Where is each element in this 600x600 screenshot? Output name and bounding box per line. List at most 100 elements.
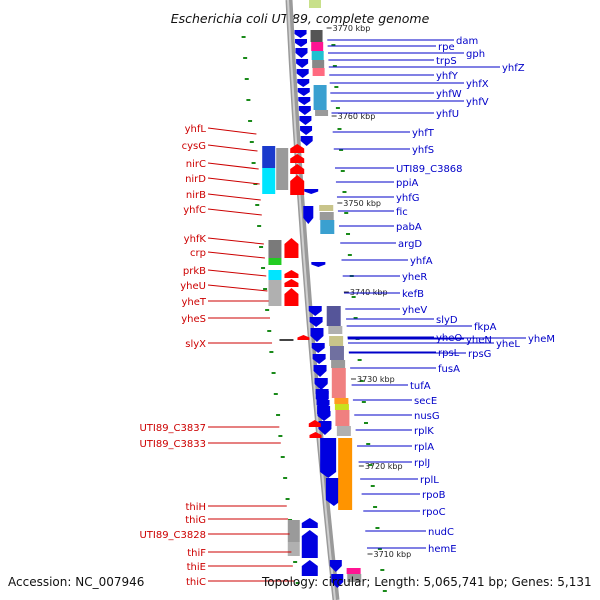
gene-label-yhfT: yhfT	[412, 128, 435, 139]
tick-label: 3720 kbp	[365, 462, 403, 471]
gene-label-secE: secE	[414, 396, 437, 407]
gene-box	[262, 146, 276, 168]
gene-label-trpS: trpS	[436, 56, 457, 67]
gene-label-rpoC: rpoC	[422, 507, 446, 518]
outer-tick-dot	[382, 590, 387, 592]
label-leader-line	[207, 208, 262, 216]
reverse-gene-arrow	[284, 288, 299, 306]
tick-label: 3770 kbp	[333, 24, 371, 33]
gene-box	[268, 280, 282, 306]
gene-label-yhfV: yhfV	[466, 97, 489, 108]
tick-label: 3730 kbp	[357, 375, 395, 384]
forward-gene-arrow	[300, 126, 313, 135]
gene-label-yheL: yheL	[496, 339, 520, 350]
gene-label-thiH: thiH	[185, 502, 206, 513]
gene-label-rplK: rplK	[414, 426, 434, 437]
gene-label-nirC: nirC	[186, 159, 206, 170]
outer-tick-dot	[344, 212, 349, 214]
inner-tick-dot	[241, 36, 246, 38]
forward-gene-arrow	[294, 30, 307, 38]
inner-tick-dot	[271, 372, 276, 374]
gene-box	[319, 205, 334, 211]
reverse-gene-arrow	[290, 144, 305, 153]
gene-label-UTI89_C3837: UTI89_C3837	[139, 423, 206, 434]
gene-label-yheN: yheN	[466, 335, 492, 346]
gene-label-rpsG: rpsG	[468, 349, 491, 360]
inner-tick-dot	[280, 456, 285, 458]
gene-label-UTI89_C3828: UTI89_C3828	[139, 530, 206, 541]
gene-label-crp: crp	[190, 248, 206, 259]
outer-tick-dot	[332, 65, 337, 67]
forward-gene-arrow	[309, 317, 323, 327]
gene-label-thiG: thiG	[185, 515, 206, 526]
gene-box	[309, 0, 321, 8]
gene-label-hemE: hemE	[428, 544, 457, 555]
label-leader-line	[207, 144, 258, 152]
outer-tick-dot	[377, 548, 382, 550]
gene-label-rplJ: rplJ	[414, 458, 430, 469]
inner-tick-dot	[259, 246, 264, 248]
gene-label-yhfS: yhfS	[412, 145, 434, 156]
gene-label-yheV: yheV	[402, 305, 427, 316]
forward-gene-arrow	[331, 574, 344, 588]
forward-gene-arrow	[317, 411, 331, 421]
gene-label-fkpA: fkpA	[474, 322, 497, 333]
gene-box	[336, 426, 351, 436]
inner-tick-dot	[257, 225, 262, 227]
gene-label-yheU: yheU	[180, 281, 206, 292]
gene-label-nirB: nirB	[186, 190, 206, 201]
gene-box	[279, 339, 294, 341]
gene-label-rpoB: rpoB	[422, 490, 446, 501]
gene-label-rpe: rpe	[438, 42, 455, 53]
gene-label-yhfW: yhfW	[436, 89, 462, 100]
forward-gene-arrow	[297, 79, 310, 87]
gene-label-nirD: nirD	[185, 174, 206, 185]
inner-tick-dot	[283, 477, 288, 479]
topology-text: Topology: circular; Length: 5,065,741 bp…	[261, 575, 592, 589]
forward-gene-arrow	[313, 365, 327, 377]
inner-tick-dot	[246, 99, 251, 101]
forward-gene-arrow	[316, 400, 330, 410]
gene-box	[320, 220, 335, 234]
gene-label-argD: argD	[398, 239, 422, 250]
gene-label-yheR: yheR	[402, 272, 427, 283]
reverse-gene-arrow	[301, 530, 318, 558]
inner-tick-dot	[269, 351, 274, 353]
outer-tick-dot	[337, 128, 342, 130]
map-title: Escherichia coli UTI89, complete genome	[171, 11, 430, 26]
forward-gene-arrow	[295, 39, 308, 47]
inner-tick-dot	[265, 309, 270, 311]
gene-box	[311, 42, 324, 51]
gene-box	[334, 404, 349, 410]
gene-box	[287, 520, 300, 542]
gene-label-nusG: nusG	[414, 411, 440, 422]
label-leader-line	[207, 251, 265, 259]
inner-tick-dot	[276, 414, 281, 416]
forward-gene-arrow	[318, 422, 332, 430]
inner-tick-dot	[267, 330, 272, 332]
forward-gene-arrow	[296, 69, 309, 78]
outer-tick-dot	[380, 569, 385, 571]
forward-gene-arrow	[314, 378, 328, 388]
gene-label-slyD: slyD	[436, 315, 458, 326]
outer-tick-dot	[342, 191, 347, 193]
forward-gene-arrow	[299, 116, 312, 125]
forward-gene-arrow	[296, 59, 309, 68]
gene-label-yhfY: yhfY	[436, 71, 459, 82]
outer-tick-dot	[361, 401, 366, 403]
label-leader-line	[207, 284, 268, 292]
outer-tick-dot	[373, 506, 378, 508]
outer-tick-dot	[334, 86, 339, 88]
outer-tick-dot	[351, 296, 356, 298]
gene-label-thiE: thiE	[187, 562, 206, 573]
reverse-gene-arrow	[284, 279, 299, 287]
gene-label-gph: gph	[466, 49, 485, 60]
label-leader-line	[207, 237, 264, 245]
genome-backbone	[285, 0, 340, 600]
gene-box	[312, 68, 325, 76]
inner-tick-dot	[243, 57, 248, 59]
outer-tick-dot	[331, 44, 336, 46]
inner-tick-dot	[251, 162, 256, 164]
gene-box	[287, 542, 300, 556]
